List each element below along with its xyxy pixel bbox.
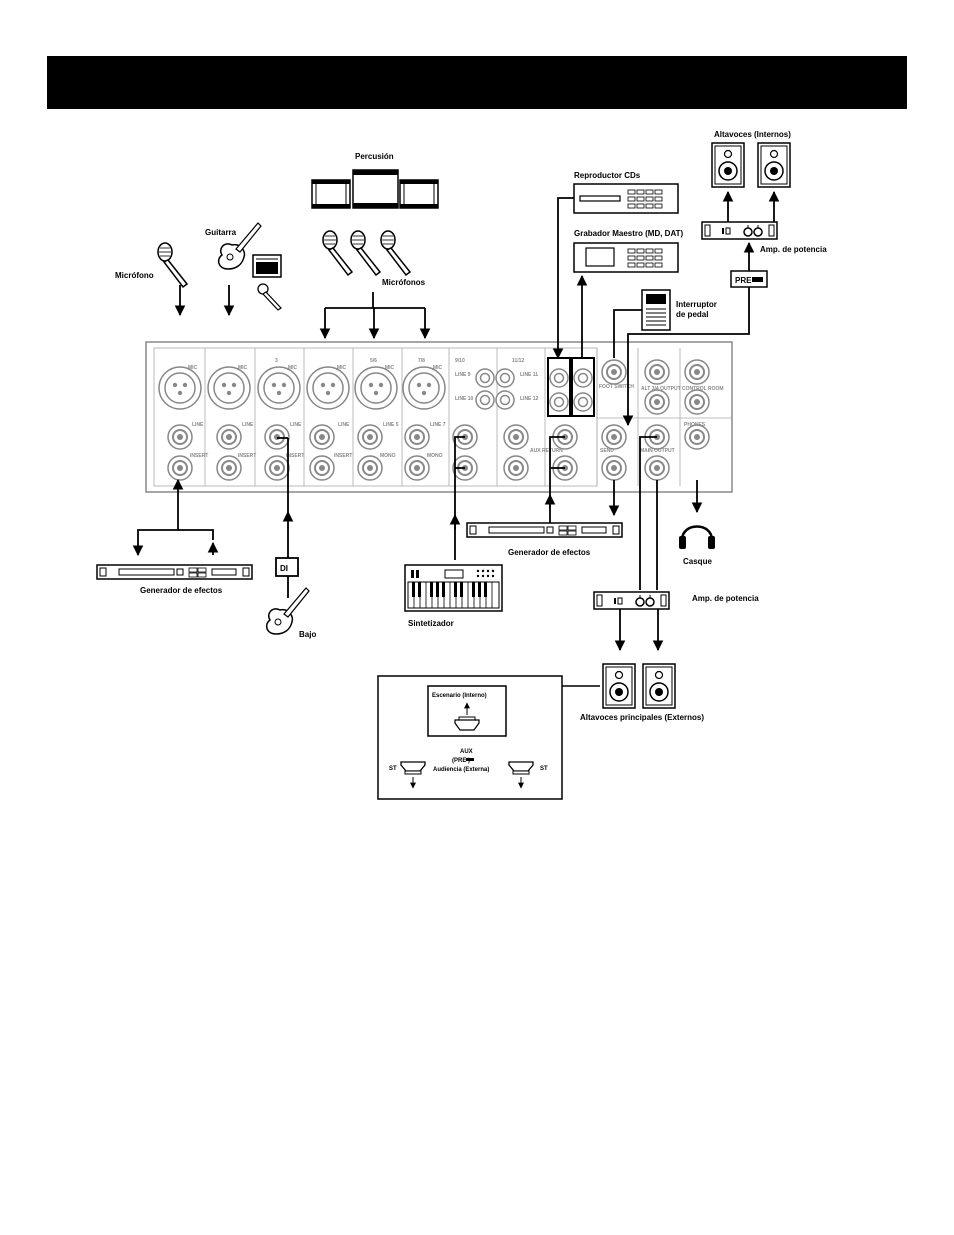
generador-1-label: Generador de efectos: [140, 586, 223, 595]
main-output-label: MAIN OUTPUT: [640, 448, 675, 454]
foot-switch-label: FOOT SWITCH: [599, 384, 634, 390]
guitar-amp-icon: [252, 254, 282, 278]
percusion-label: Percusión: [355, 152, 394, 161]
foot-pedal-icon: [641, 289, 671, 331]
pre-badge: PRE: [730, 270, 768, 288]
ch2-insert-label: INSERT: [238, 453, 256, 459]
de-pedal-label: de pedal: [676, 310, 708, 319]
control-room-label: CONTROL ROOM: [682, 386, 724, 392]
ch7-number: 7/8: [418, 358, 425, 364]
st-left-label: ST: [389, 766, 397, 772]
power-amp-main-icon: [593, 591, 670, 610]
ch2-mic-label: MIC: [238, 365, 248, 371]
microfonos-label: Micrófonos: [382, 278, 426, 287]
st-right-label: ST: [540, 766, 548, 772]
main-speaker-right-icon: [642, 663, 676, 709]
amp-potencia-1-label: Amp. de potencia: [760, 245, 827, 254]
audiencia-label: Audiencia (Externa): [433, 767, 489, 773]
pre-badge-text: PRE: [735, 276, 752, 285]
ch3-insert-label: INSERT: [286, 453, 304, 459]
escenario-label: Escenario (Interno): [432, 693, 487, 699]
reproductor-label: Reproductor CDs: [574, 171, 641, 180]
small-mic-icon: [257, 283, 282, 311]
sintetizador-label: Sintetizador: [408, 619, 454, 628]
line5-label: LINE 5: [383, 422, 399, 428]
ch1-mic-label: MIC: [188, 365, 198, 371]
microfono-label: Micrófono: [115, 271, 154, 280]
mono8-label: MONO: [427, 453, 443, 459]
internal-speaker-right-icon: [757, 142, 791, 188]
ch2-line-label: LINE: [242, 422, 254, 428]
audience-monitor-right-icon: [508, 761, 534, 775]
title-bar: [47, 56, 907, 109]
alt-output-label: ALT 3/4 OUTPUT: [641, 386, 681, 392]
line9-label: LINE 9: [455, 372, 471, 378]
microphone-icon: [157, 242, 188, 288]
di-label: DI: [280, 564, 288, 573]
synthesizer-icon: [404, 564, 503, 612]
power-amp-internal-icon: [701, 221, 778, 240]
interruptor-label: Interruptor: [676, 300, 717, 309]
aux-pre-label: (PRE ): [452, 758, 470, 764]
ch7-mic-label: MIC: [433, 365, 443, 371]
audience-monitor-left-icon: [400, 761, 426, 775]
drums-icon: [311, 169, 439, 209]
guitarra-label: Guitarra: [205, 228, 237, 237]
line11-label: LINE 11: [520, 372, 538, 378]
main-speaker-left-icon: [602, 663, 636, 709]
generador-2-label: Generador de efectos: [508, 548, 591, 557]
mixer-rear-panel: MIC MIC 3 MIC MIC 5/6 MIC 7/8 MIC 9/10 1…: [145, 341, 733, 493]
ch1-line-label: LINE: [192, 422, 204, 428]
phones-label: PHONES: [684, 422, 706, 428]
ch3-number: 3: [275, 358, 278, 364]
effects-unit-1-icon: [96, 564, 253, 580]
grabador-label: Grabador Maestro (MD, DAT): [574, 229, 684, 238]
recorder-icon: [573, 242, 679, 273]
internal-speaker-left-icon: [711, 142, 745, 188]
altavoces-principales-label: Altavoces principales (Externos): [580, 713, 704, 722]
ch9-number: 9/10: [455, 358, 465, 364]
ch5-mic-label: MIC: [385, 365, 395, 371]
ch11-number: 11/12: [512, 358, 524, 364]
stage-monitor-icon: [454, 716, 480, 731]
ch4-insert-label: INSERT: [334, 453, 352, 459]
effects-unit-2-icon: [466, 522, 623, 538]
cd-player-icon: [573, 183, 679, 214]
bajo-label: Bajo: [299, 630, 316, 639]
line12-label: LINE 12: [520, 396, 539, 402]
altavoces-internos-label: Altavoces (Internos): [714, 130, 791, 139]
casque-label: Casque: [683, 557, 712, 566]
microphones-icon: [322, 230, 411, 276]
ch3-mic-label: MIC: [288, 365, 298, 371]
ch3-line-label: LINE: [290, 422, 302, 428]
line7-label: LINE 7: [430, 422, 446, 428]
mono6-label: MONO: [380, 453, 396, 459]
aux-return-label: AUX RETURN: [530, 448, 563, 454]
ch5-number: 5/6: [370, 358, 377, 364]
line10-label: LINE 10: [455, 396, 474, 402]
amp-potencia-2-label: Amp. de potencia: [692, 594, 759, 603]
aux-label: AUX: [460, 749, 473, 755]
ch4-line-label: LINE: [338, 422, 350, 428]
send-label: SEND: [600, 448, 614, 454]
di-box-icon: DI: [275, 557, 299, 577]
monitor-legend-box: Escenario (Interno) AUX (PRE ) Audiencia…: [377, 675, 600, 800]
ch4-mic-label: MIC: [337, 365, 347, 371]
ch1-insert-label: INSERT: [190, 453, 208, 459]
headphones-icon: [679, 525, 715, 549]
